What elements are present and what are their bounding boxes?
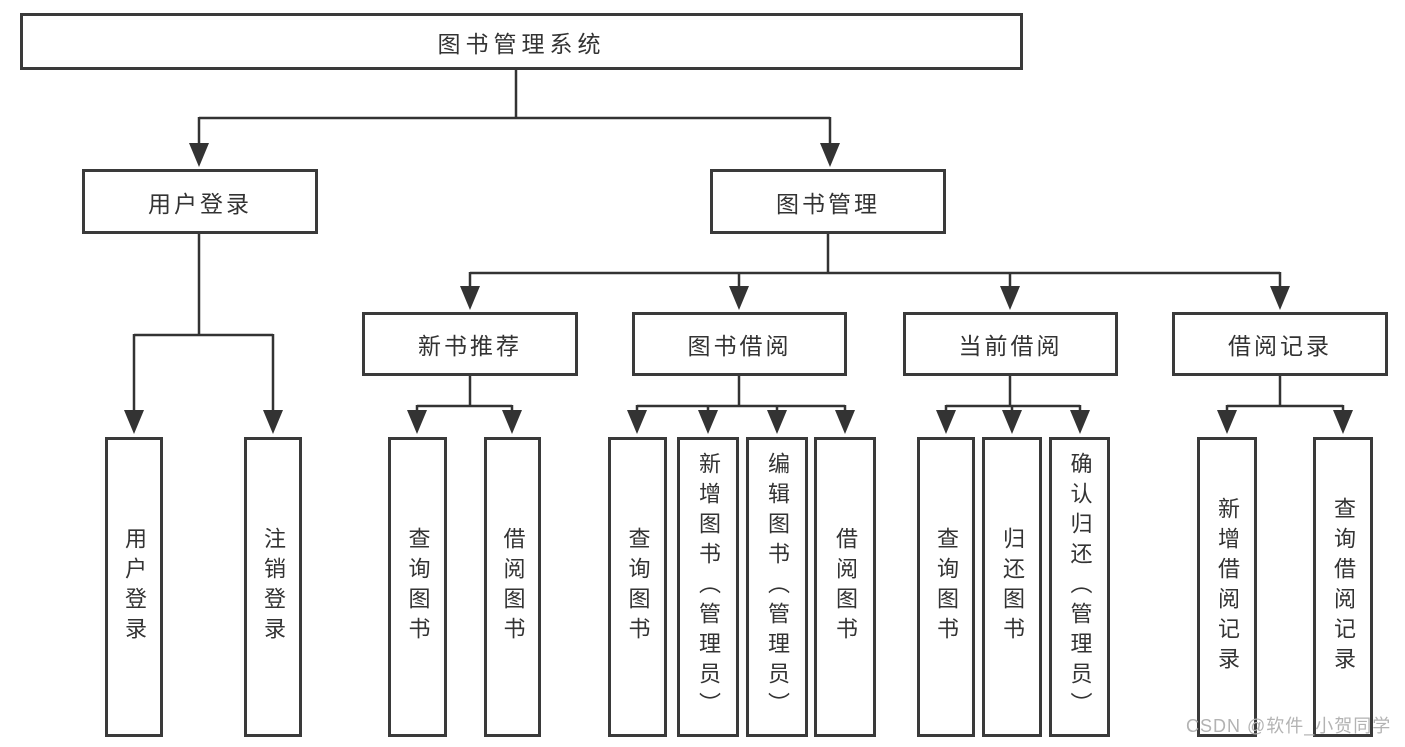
node-new-book-recommendation: 新书推荐 [362, 312, 578, 376]
leaf-query-books-current: 查询图书 [917, 437, 975, 737]
leaf-label: 编辑图书（管理员） [765, 452, 790, 722]
node-label: 用户登录 [148, 190, 252, 217]
leaf-label: 确认归还（管理员） [1067, 452, 1093, 722]
leaf-confirm-return-admin: 确认归还（管理员） [1049, 437, 1110, 737]
node-label: 图书借阅 [687, 333, 792, 359]
node-label: 当前借阅 [958, 333, 1063, 359]
leaf-query-books-recommend: 查询图书 [388, 437, 447, 737]
leaf-label: 注销登录 [261, 527, 286, 647]
node-label: 图书管理系统 [437, 30, 606, 57]
watermark: CSDN @软件_小贺同学 [1186, 716, 1392, 736]
leaf-borrow-books: 借阅图书 [814, 437, 876, 737]
node-borrowing-records: 借阅记录 [1172, 312, 1388, 376]
leaf-label: 查询图书 [625, 527, 651, 647]
leaf-logout: 注销登录 [244, 437, 302, 737]
leaf-label: 查询借阅记录 [1331, 497, 1356, 677]
node-current-borrowing: 当前借阅 [903, 312, 1118, 376]
leaf-label: 归还图书 [1000, 527, 1025, 647]
leaf-label: 借阅图书 [833, 527, 858, 647]
leaf-add-book-admin: 新增图书（管理员） [677, 437, 739, 737]
leaf-add-borrow-record: 新增借阅记录 [1197, 437, 1257, 737]
node-label: 新书推荐 [418, 333, 522, 359]
leaf-label: 借阅图书 [500, 527, 526, 647]
leaf-query-borrow-record: 查询借阅记录 [1313, 437, 1373, 737]
leaf-edit-book-admin: 编辑图书（管理员） [746, 437, 808, 737]
node-user-login: 用户登录 [82, 169, 318, 234]
node-library-management-system: 图书管理系统 [20, 13, 1023, 70]
leaf-return-books: 归还图书 [982, 437, 1042, 737]
leaf-user-login: 用户登录 [105, 437, 163, 737]
node-book-borrowing: 图书借阅 [632, 312, 847, 376]
leaf-label: 查询图书 [934, 527, 959, 647]
node-label: 借阅记录 [1228, 333, 1332, 359]
node-book-management: 图书管理 [710, 169, 946, 234]
leaf-query-books-borrow: 查询图书 [608, 437, 667, 737]
leaf-label: 新增图书（管理员） [696, 452, 721, 722]
leaf-label: 新增借阅记录 [1215, 497, 1240, 677]
leaf-label: 用户登录 [122, 527, 147, 647]
leaf-borrow-books-recommend: 借阅图书 [484, 437, 541, 737]
node-label: 图书管理 [776, 190, 880, 217]
leaf-label: 查询图书 [405, 527, 431, 647]
